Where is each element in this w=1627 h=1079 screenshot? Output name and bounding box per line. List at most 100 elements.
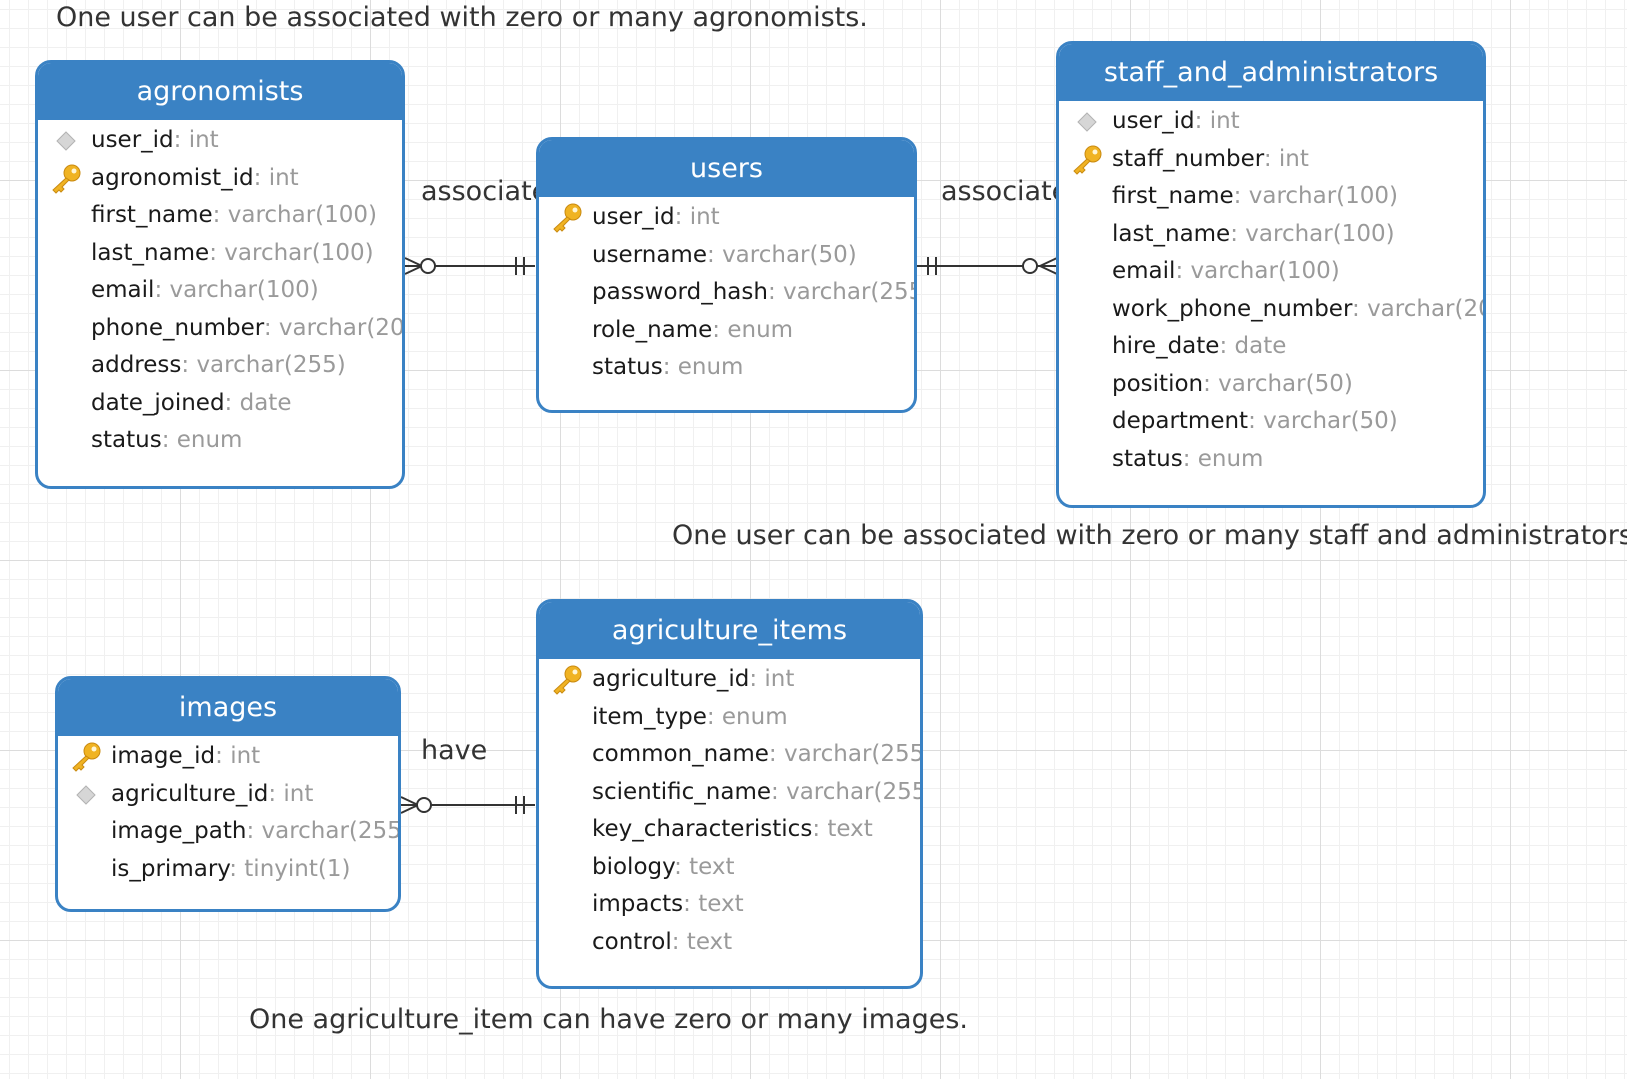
field-name: status — [91, 427, 162, 453]
field-type: varchar(50) — [1263, 408, 1398, 434]
field-row[interactable]: common_name: varchar(255) — [539, 736, 920, 774]
field-row[interactable]: first_name: varchar(100) — [1059, 178, 1483, 216]
primary-key-icon — [70, 742, 102, 772]
field-separator: : — [1182, 445, 1198, 472]
field-type: enum — [727, 316, 794, 343]
field-row[interactable]: staff_number: int — [1059, 141, 1483, 179]
field-type: varchar(255) — [783, 741, 923, 767]
field-row[interactable]: image_id: int — [58, 738, 398, 776]
field-row[interactable]: image_path: varchar(255) — [58, 813, 398, 851]
field-row[interactable]: status: enum — [38, 422, 402, 460]
field-row[interactable]: key_characteristics: text — [539, 811, 920, 849]
field-row[interactable]: phone_number: varchar(20) — [38, 310, 402, 348]
field-type: text — [686, 928, 733, 955]
field-name: status — [592, 354, 663, 380]
field-type: enum — [721, 703, 788, 730]
field-row[interactable]: agriculture_id: int — [539, 661, 920, 699]
field-row[interactable]: user_id: int — [38, 122, 402, 160]
field-row[interactable]: status: enum — [539, 349, 914, 387]
field-name: image_id — [111, 743, 216, 769]
field-row[interactable]: email: varchar(100) — [1059, 253, 1483, 291]
field-separator: : — [1175, 258, 1191, 284]
field-type: varchar(100) — [1190, 258, 1340, 284]
field-row[interactable]: item_type: enum — [539, 699, 920, 737]
field-row[interactable]: impacts: text — [539, 886, 920, 924]
field-separator: : — [1263, 145, 1279, 172]
field-row[interactable]: username: varchar(50) — [539, 237, 914, 275]
field-type: varchar(100) — [169, 277, 319, 303]
field-row[interactable]: last_name: varchar(100) — [1059, 216, 1483, 254]
note-agronomists: One user can be associated with zero or … — [56, 2, 868, 33]
field-type: varchar(50) — [722, 241, 857, 268]
table-title: users — [539, 140, 914, 197]
field-name: image_path — [111, 818, 247, 844]
field-row[interactable]: scientific_name: varchar(255) — [539, 774, 920, 812]
field-separator: : — [212, 202, 228, 228]
field-separator: : — [812, 816, 828, 842]
field-row[interactable]: biology: text — [539, 849, 920, 887]
field-row[interactable]: last_name: varchar(100) — [38, 235, 402, 273]
field-name: first_name — [1112, 183, 1234, 209]
field-type: varchar(255) — [196, 352, 346, 378]
field-row[interactable]: status: enum — [1059, 441, 1483, 479]
field-row[interactable]: work_phone_number: varchar(20) — [1059, 291, 1483, 329]
field-row[interactable]: first_name: varchar(100) — [38, 197, 402, 235]
field-type: varchar(50) — [1218, 370, 1353, 397]
field-name: last_name — [91, 239, 210, 266]
field-row[interactable]: address: varchar(255) — [38, 347, 402, 385]
field-type: varchar(20) — [278, 314, 405, 341]
table-title: images — [58, 679, 398, 736]
field-name: control — [592, 928, 672, 955]
connector-images-agriculture[interactable] — [400, 796, 535, 814]
field-type: varchar(100) — [227, 202, 378, 228]
field-name: date_joined — [91, 389, 225, 416]
field-name: last_name — [1112, 220, 1231, 247]
field-row[interactable]: control: text — [539, 924, 920, 962]
field-separator: : — [253, 164, 269, 191]
field-row[interactable]: agronomist_id: int — [38, 160, 402, 198]
field-row[interactable]: date_joined: date — [38, 385, 402, 423]
primary-key-icon — [50, 164, 82, 194]
field-separator: : — [161, 427, 177, 453]
field-name: hire_date — [1112, 333, 1220, 359]
field-name: agriculture_id — [592, 666, 750, 692]
foreign-key-icon — [1071, 107, 1103, 137]
connector-users-staff[interactable] — [917, 257, 1058, 275]
field-separator: : — [268, 780, 284, 807]
field-name: staff_number — [1112, 145, 1264, 172]
field-row[interactable]: hire_date: date — [1059, 328, 1483, 366]
field-row[interactable]: role_name: enum — [539, 312, 914, 350]
field-type: tinyint(1) — [244, 855, 351, 882]
field-row[interactable]: position: varchar(50) — [1059, 366, 1483, 404]
field-separator: : — [767, 279, 783, 305]
field-row[interactable]: department: varchar(50) — [1059, 403, 1483, 441]
field-separator: : — [712, 316, 728, 343]
field-separator: : — [173, 127, 189, 153]
field-type: int — [764, 666, 795, 692]
field-type: varchar(100) — [1248, 183, 1399, 209]
field-row[interactable]: user_id: int — [539, 199, 914, 237]
field-type: int — [689, 204, 720, 230]
field-row[interactable]: agriculture_id: int — [58, 776, 398, 814]
field-name: department — [1112, 408, 1249, 434]
field-row[interactable]: is_primary: tinyint(1) — [58, 851, 398, 889]
field-separator: : — [674, 204, 690, 230]
foreign-key-icon — [70, 780, 102, 810]
note-staff: One user can be associated with zero or … — [672, 520, 1627, 551]
field-row[interactable]: user_id: int — [1059, 103, 1483, 141]
connector-agronomists-users[interactable] — [404, 257, 535, 275]
field-type: enum — [1197, 445, 1264, 472]
relationship-label-images-agriculture: have — [421, 735, 488, 766]
field-row[interactable]: password_hash: varchar(255) — [539, 274, 914, 312]
field-separator: : — [707, 241, 723, 268]
field-row[interactable]: email: varchar(100) — [38, 272, 402, 310]
field-name: status — [1112, 445, 1183, 472]
